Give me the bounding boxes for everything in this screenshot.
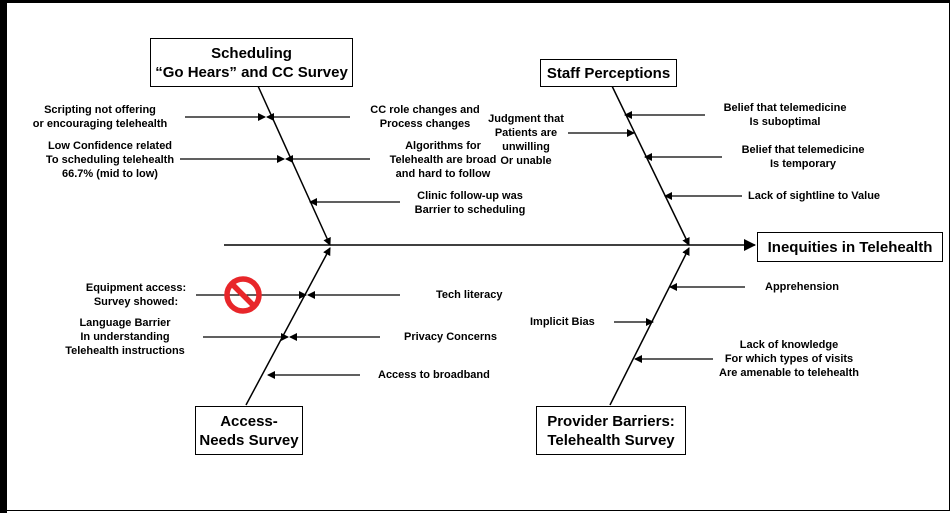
- cause-suboptimal: Belief that telemedicine Is suboptimal: [723, 102, 847, 128]
- category-access-label: Access- Needs Survey: [199, 412, 299, 449]
- effect-box: Inequities in Telehealth: [757, 232, 943, 262]
- cause-cc-role: CC role changes and Process changes: [370, 104, 480, 130]
- cause-low-confidence: Low Confidence related To scheduling tel…: [45, 140, 175, 180]
- bone-provider: [609, 247, 690, 406]
- cause-temporary: Belief that telemedicine Is temporary: [741, 144, 865, 170]
- cause-broadband: Access to broadband: [378, 369, 490, 381]
- category-provider: Provider Barriers: Telehealth Survey: [536, 406, 686, 455]
- cause-judgment: Judgment that Patients are unwilling Or …: [488, 113, 564, 167]
- cause-scripting: Scripting not offering or encouraging te…: [32, 104, 168, 130]
- cause-equipment: Equipment access: Survey showed:: [85, 282, 187, 308]
- category-access: Access- Needs Survey: [195, 406, 303, 455]
- cause-lack-knowledge: Lack of knowledge For which types of vis…: [719, 339, 859, 379]
- cause-apprehension: Apprehension: [765, 281, 839, 293]
- cause-algorithms: Algorithms for Telehealth are broad and …: [389, 140, 497, 180]
- category-provider-label: Provider Barriers: Telehealth Survey: [547, 412, 675, 449]
- category-scheduling-label: Scheduling “Go Hears” and CC Survey: [155, 44, 348, 81]
- cause-implicit-bias: Implicit Bias: [530, 316, 595, 328]
- cause-language: Language Barrier In understanding Telehe…: [65, 317, 185, 357]
- cause-tech-literacy: Tech literacy: [436, 289, 503, 301]
- no-sign-icon: [224, 276, 262, 314]
- bone-staff: [611, 85, 690, 246]
- category-staff-label: Staff Perceptions: [546, 64, 671, 82]
- category-scheduling: Scheduling “Go Hears” and CC Survey: [150, 38, 353, 87]
- cause-privacy: Privacy Concerns: [404, 331, 497, 343]
- bone-access: [245, 247, 331, 406]
- effect-label: Inequities in Telehealth: [767, 238, 933, 256]
- cause-sightline: Lack of sightline to Value: [748, 190, 881, 202]
- frame-left-edge: [0, 0, 7, 513]
- category-staff: Staff Perceptions: [540, 59, 677, 87]
- bone-scheduling: [257, 85, 331, 246]
- cause-clinic-followup: Clinic follow-up was Barrier to scheduli…: [414, 190, 526, 216]
